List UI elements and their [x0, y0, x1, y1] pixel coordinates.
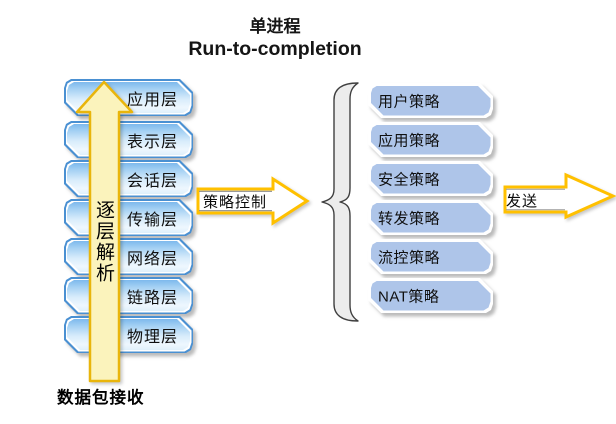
send-label: 发送 — [506, 193, 539, 210]
layer-box-application: 应用层 — [64, 79, 193, 116]
receive-label: 数据包接收 — [57, 389, 145, 407]
layer-box-link: 链路层 — [64, 277, 193, 314]
policy-box-forwarding: 转发策略 — [368, 200, 493, 235]
policy-box-nat: NAT策略 — [368, 278, 493, 313]
policy-label: 应用策略 — [378, 132, 441, 149]
layer-box-presentation: 表示层 — [64, 121, 193, 158]
diagram-title: 单进程 Run-to-completion — [75, 16, 475, 61]
policy-control-label: 策略控制 — [202, 194, 267, 211]
layer-label: 链路层 — [126, 289, 178, 307]
up-arrow-icon — [75, 80, 134, 383]
title-line-cn: 单进程 — [249, 17, 301, 36]
policy-label: NAT策略 — [378, 288, 440, 305]
policy-box-user: 用户策略 — [368, 83, 493, 118]
layer-box-session: 会话层 — [64, 160, 193, 197]
policy-box-flow-control: 流控策略 — [368, 239, 493, 274]
policy-box-app: 应用策略 — [368, 122, 493, 157]
layer-box-physical: 物理层 — [64, 316, 193, 353]
policy-box-security: 安全策略 — [368, 161, 493, 196]
policy-label: 用户策略 — [378, 93, 441, 110]
policy-control-arrow-icon — [196, 176, 310, 226]
layer-box-network: 网络层 — [64, 238, 193, 275]
title-line-en: Run-to-completion — [188, 38, 362, 60]
layer-label: 会话层 — [126, 172, 178, 190]
left-brace-icon — [321, 82, 359, 322]
policy-label: 安全策略 — [378, 171, 441, 188]
policy-label: 转发策略 — [378, 210, 441, 227]
layer-box-transport: 传输层 — [64, 199, 193, 236]
up-arrow-label: 逐层解析 — [93, 200, 114, 284]
send-arrow-icon — [503, 172, 616, 220]
layer-label: 应用层 — [126, 91, 178, 109]
policy-label: 流控策略 — [378, 249, 441, 266]
layer-label: 传输层 — [126, 211, 178, 229]
layer-label: 表示层 — [126, 133, 178, 151]
layer-label: 网络层 — [126, 250, 178, 268]
layer-label: 物理层 — [126, 328, 178, 346]
